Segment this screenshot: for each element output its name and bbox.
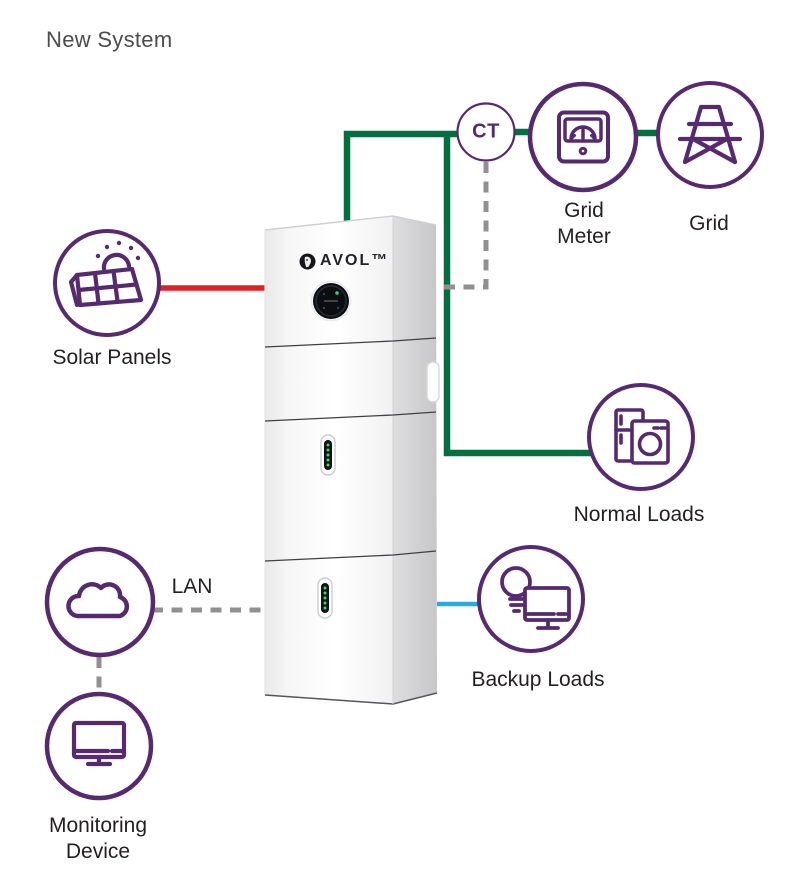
normal-loads-node: [587, 383, 695, 491]
inverter-to-normal-loads-line: [443, 134, 591, 457]
page-title: New System: [46, 27, 173, 52]
monitoring-device-label: Monitoring Device: [48, 814, 148, 863]
inverter-battery-tower: [264, 215, 440, 705]
lan-label: LAN: [171, 575, 213, 598]
cloud-node: [44, 546, 156, 658]
bulb-tv-icon: [500, 566, 571, 630]
ct-sense-dashed-line: [438, 162, 489, 290]
grid-label: Grid: [689, 212, 729, 235]
backup-loads-label: Backup Loads: [471, 668, 605, 691]
ct-node: [456, 102, 516, 162]
inverter-display: [310, 280, 352, 322]
backup-loads-node: [477, 545, 585, 653]
inverter-to-ct-line: [343, 130, 458, 228]
brand-text: AVOL™: [320, 252, 390, 269]
side-tab: [426, 361, 440, 403]
tower-seam-3: [264, 550, 437, 562]
solar-panel-sun-icon: [68, 240, 144, 308]
tower-seam-2: [264, 411, 437, 422]
grid-meter-node: [527, 81, 639, 193]
solar-panels-label: Solar Panels: [52, 346, 172, 369]
monitoring-device-node: [44, 691, 154, 801]
ct-label: CT: [472, 120, 500, 143]
brand-logo: AVOL™: [299, 252, 389, 270]
battery-led-strip-2: [317, 577, 333, 619]
meter-gauge-icon: [557, 110, 610, 164]
avol-logo-icon: [299, 253, 316, 269]
display-status-led: [335, 291, 339, 295]
solar-panels-node: [53, 229, 161, 337]
fridge-washing-machine-icon: [614, 408, 670, 465]
grid-node: [656, 81, 764, 189]
cloud-icon: [66, 582, 130, 619]
transmission-tower-icon: [677, 104, 743, 165]
grid-meter-label: Grid Meter: [557, 199, 611, 248]
monitor-icon: [71, 720, 127, 767]
battery-led-strip-1: [320, 434, 336, 476]
tower-seam-1: [264, 337, 437, 348]
normal-loads-label: Normal Loads: [573, 503, 705, 526]
